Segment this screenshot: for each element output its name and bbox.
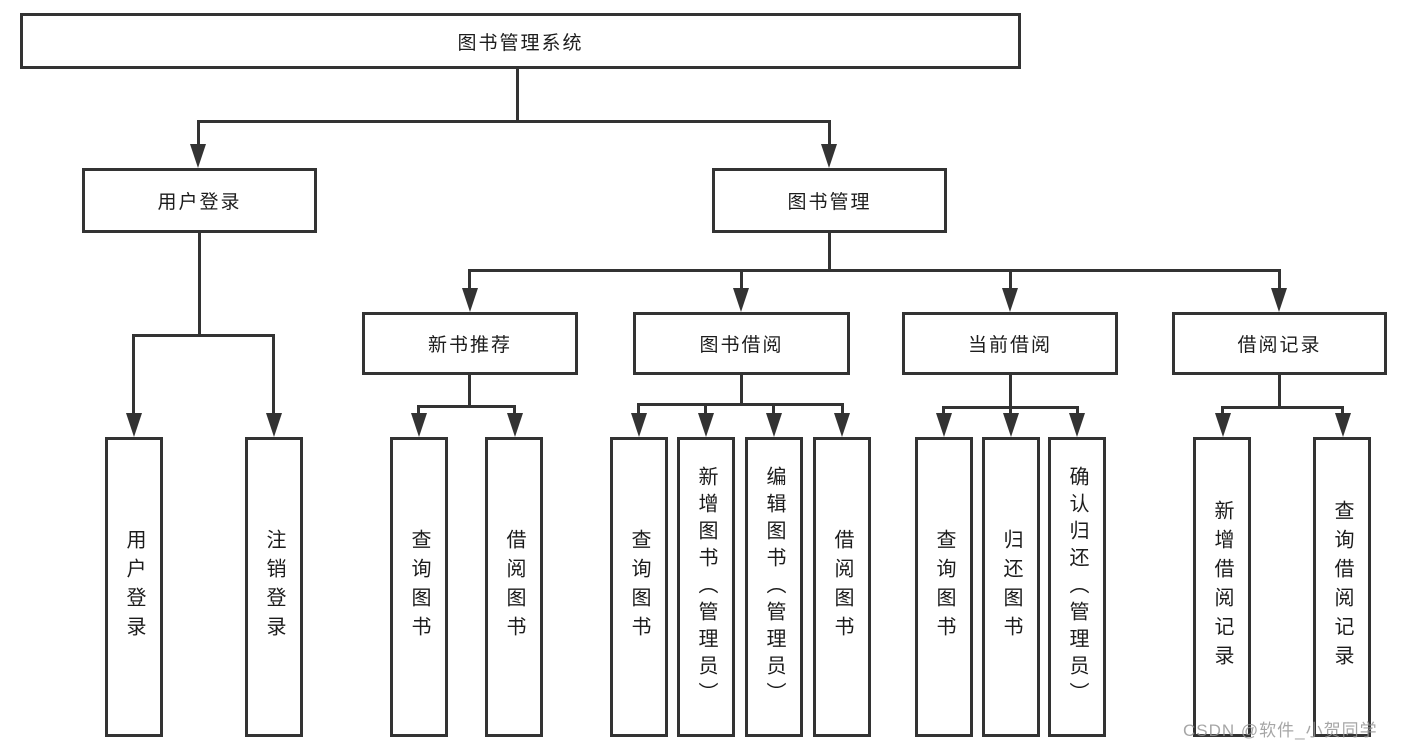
arrow-down-icon: [126, 413, 142, 437]
node-new-book-recommend-label: 新书推荐: [427, 335, 512, 356]
connector-root-horizontal: [197, 120, 831, 123]
connector-stub-current-borrowing: [1009, 269, 1012, 291]
node-current-borrowing: 当前借阅: [902, 312, 1118, 375]
connector-stub: [1221, 406, 1224, 417]
connector-stub-leaf-logout: [272, 334, 275, 416]
connector-new-book-horizontal: [417, 405, 516, 408]
leaf-borrow-books-borrowing: 借阅图书: [813, 437, 871, 737]
leaf-add-books-admin-label: 新增图书（管理员）: [695, 465, 717, 709]
leaf-query-books-borrowing-label: 查询图书: [628, 529, 650, 645]
leaf-query-borrow-record-label: 查询借阅记录: [1331, 500, 1353, 674]
connector-stub: [1009, 406, 1012, 417]
arrow-down-icon: [698, 413, 714, 437]
node-borrowing-records: 借阅记录: [1172, 312, 1387, 375]
connector-stub: [704, 403, 707, 417]
leaf-borrow-books-borrowing-label: 借阅图书: [831, 529, 853, 645]
arrow-down-icon: [1002, 288, 1018, 312]
arrow-down-icon: [507, 413, 523, 437]
leaf-user-login-label: 用户登录: [123, 529, 145, 645]
watermark: CSDN @软件_小贺同学: [1183, 721, 1378, 740]
leaf-add-borrow-record: 新增借阅记录: [1193, 437, 1251, 737]
connector-root-vertical: [516, 68, 519, 123]
connector-current-borrowing-vertical2: [1009, 375, 1012, 409]
connector-stub-book-management: [828, 120, 831, 148]
node-root-label: 图书管理系统: [457, 32, 584, 54]
leaf-borrow-books-recommend-label: 借阅图书: [503, 529, 525, 645]
leaf-logout-label: 注销登录: [263, 529, 285, 645]
arrow-down-icon: [190, 144, 206, 168]
connector-user-login-vertical: [198, 233, 201, 337]
connector-borrowing-records-vertical2: [1278, 375, 1281, 409]
leaf-query-books-borrowing: 查询图书: [610, 437, 668, 737]
arrow-down-icon: [411, 413, 427, 437]
connector-book-management-vertical: [828, 233, 831, 272]
arrow-down-icon: [1003, 413, 1019, 437]
arrow-down-icon: [462, 288, 478, 312]
connector-stub: [841, 403, 844, 417]
connector-borrowing-records-horizontal2: [1221, 406, 1344, 409]
connector-stub-user-login: [197, 120, 200, 148]
leaf-return-books-label: 归还图书: [1000, 529, 1022, 645]
node-book-borrowing-label: 图书借阅: [699, 335, 784, 356]
connector-book-management-horizontal: [468, 269, 1281, 272]
connector-stub-borrowing-records: [1278, 269, 1281, 291]
connector-book-borrowing-vertical2: [740, 375, 743, 406]
arrow-down-icon: [631, 413, 647, 437]
leaf-add-books-admin: 新增图书（管理员）: [677, 437, 735, 737]
leaf-logout: 注销登录: [245, 437, 303, 737]
arrow-down-icon: [1069, 413, 1085, 437]
leaf-borrow-books-recommend: 借阅图书: [485, 437, 543, 737]
node-book-management: 图书管理: [712, 168, 947, 233]
connector-stub: [942, 406, 945, 417]
arrow-down-icon: [1215, 413, 1231, 437]
node-root: 图书管理系统: [20, 13, 1021, 69]
connector-stub-book-borrowing: [740, 269, 743, 291]
node-user-login-group-label: 用户登录: [157, 192, 242, 213]
arrow-down-icon: [1271, 288, 1287, 312]
arrow-down-icon: [936, 413, 952, 437]
connector-stub: [637, 403, 640, 417]
leaf-edit-books-admin: 编辑图书（管理员）: [745, 437, 803, 737]
leaf-edit-books-admin-label: 编辑图书（管理员）: [763, 465, 785, 709]
connector-stub: [513, 405, 516, 417]
arrow-down-icon: [1335, 413, 1351, 437]
node-new-book-recommend: 新书推荐: [362, 312, 578, 375]
node-book-borrowing: 图书借阅: [633, 312, 850, 375]
leaf-confirm-return-admin: 确认归还（管理员）: [1048, 437, 1106, 737]
arrow-down-icon: [821, 144, 837, 168]
node-borrowing-records-label: 借阅记录: [1237, 335, 1322, 356]
connector-stub: [1076, 406, 1079, 417]
connector-user-login-horizontal: [132, 334, 275, 337]
leaf-return-books: 归还图书: [982, 437, 1040, 737]
arrow-down-icon: [766, 413, 782, 437]
connector-stub: [772, 403, 775, 417]
leaf-query-borrow-record: 查询借阅记录: [1313, 437, 1371, 737]
connector-stub-new-book-recommend: [468, 269, 471, 291]
leaf-query-books-current-label: 查询图书: [933, 529, 955, 645]
leaf-user-login: 用户登录: [105, 437, 163, 737]
node-current-borrowing-label: 当前借阅: [967, 335, 1052, 356]
node-book-management-label: 图书管理: [787, 192, 872, 213]
leaf-query-books-current: 查询图书: [915, 437, 973, 737]
connector-new-book-vertical: [468, 375, 471, 408]
leaf-confirm-return-admin-label: 确认归还（管理员）: [1066, 465, 1088, 709]
arrow-down-icon: [266, 413, 282, 437]
connector-book-borrowing-horizontal2: [637, 403, 844, 406]
leaf-query-books-recommend-label: 查询图书: [408, 529, 430, 645]
connector-stub: [1341, 406, 1344, 417]
node-user-login-group: 用户登录: [82, 168, 317, 233]
arrow-down-icon: [834, 413, 850, 437]
leaf-add-borrow-record-label: 新增借阅记录: [1211, 500, 1233, 674]
arrow-down-icon: [733, 288, 749, 312]
connector-stub-leaf-user-login: [132, 334, 135, 416]
leaf-query-books-recommend: 查询图书: [390, 437, 448, 737]
connector-stub: [417, 405, 420, 417]
